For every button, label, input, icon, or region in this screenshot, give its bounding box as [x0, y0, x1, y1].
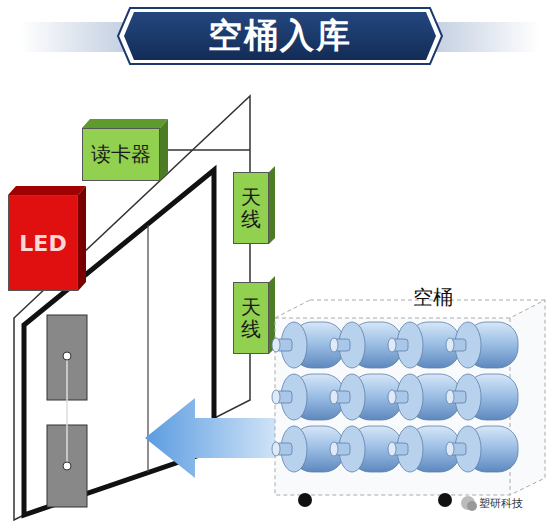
gate-frame: [8, 96, 275, 520]
bucket: [330, 374, 402, 420]
cart-label: 空桶: [413, 284, 453, 311]
bucket: [446, 374, 518, 420]
bucket: [446, 322, 518, 368]
led-display: LED: [8, 195, 78, 291]
node-text: 天线: [241, 186, 261, 230]
watermark-icon: [461, 496, 477, 511]
bucket: [272, 426, 344, 472]
bucket-cart: [272, 300, 545, 507]
bucket: [446, 426, 518, 472]
title: 空桶入库: [130, 8, 430, 64]
bucket: [388, 374, 460, 420]
bucket: [272, 374, 344, 420]
bucket: [388, 426, 460, 472]
node-text: 读卡器: [91, 141, 151, 168]
bucket: [330, 426, 402, 472]
antenna: 天线: [233, 172, 269, 244]
bucket: [388, 322, 460, 368]
node-text: 天线: [241, 296, 261, 340]
node-text: LED: [19, 231, 66, 256]
bucket: [272, 322, 344, 368]
card-reader: 读卡器: [82, 128, 160, 181]
antenna: 天线: [233, 282, 269, 354]
bucket: [330, 322, 402, 368]
watermark: 塑研科技: [479, 496, 523, 511]
title-banner: [20, 8, 540, 64]
flow-arrow: [145, 398, 275, 478]
